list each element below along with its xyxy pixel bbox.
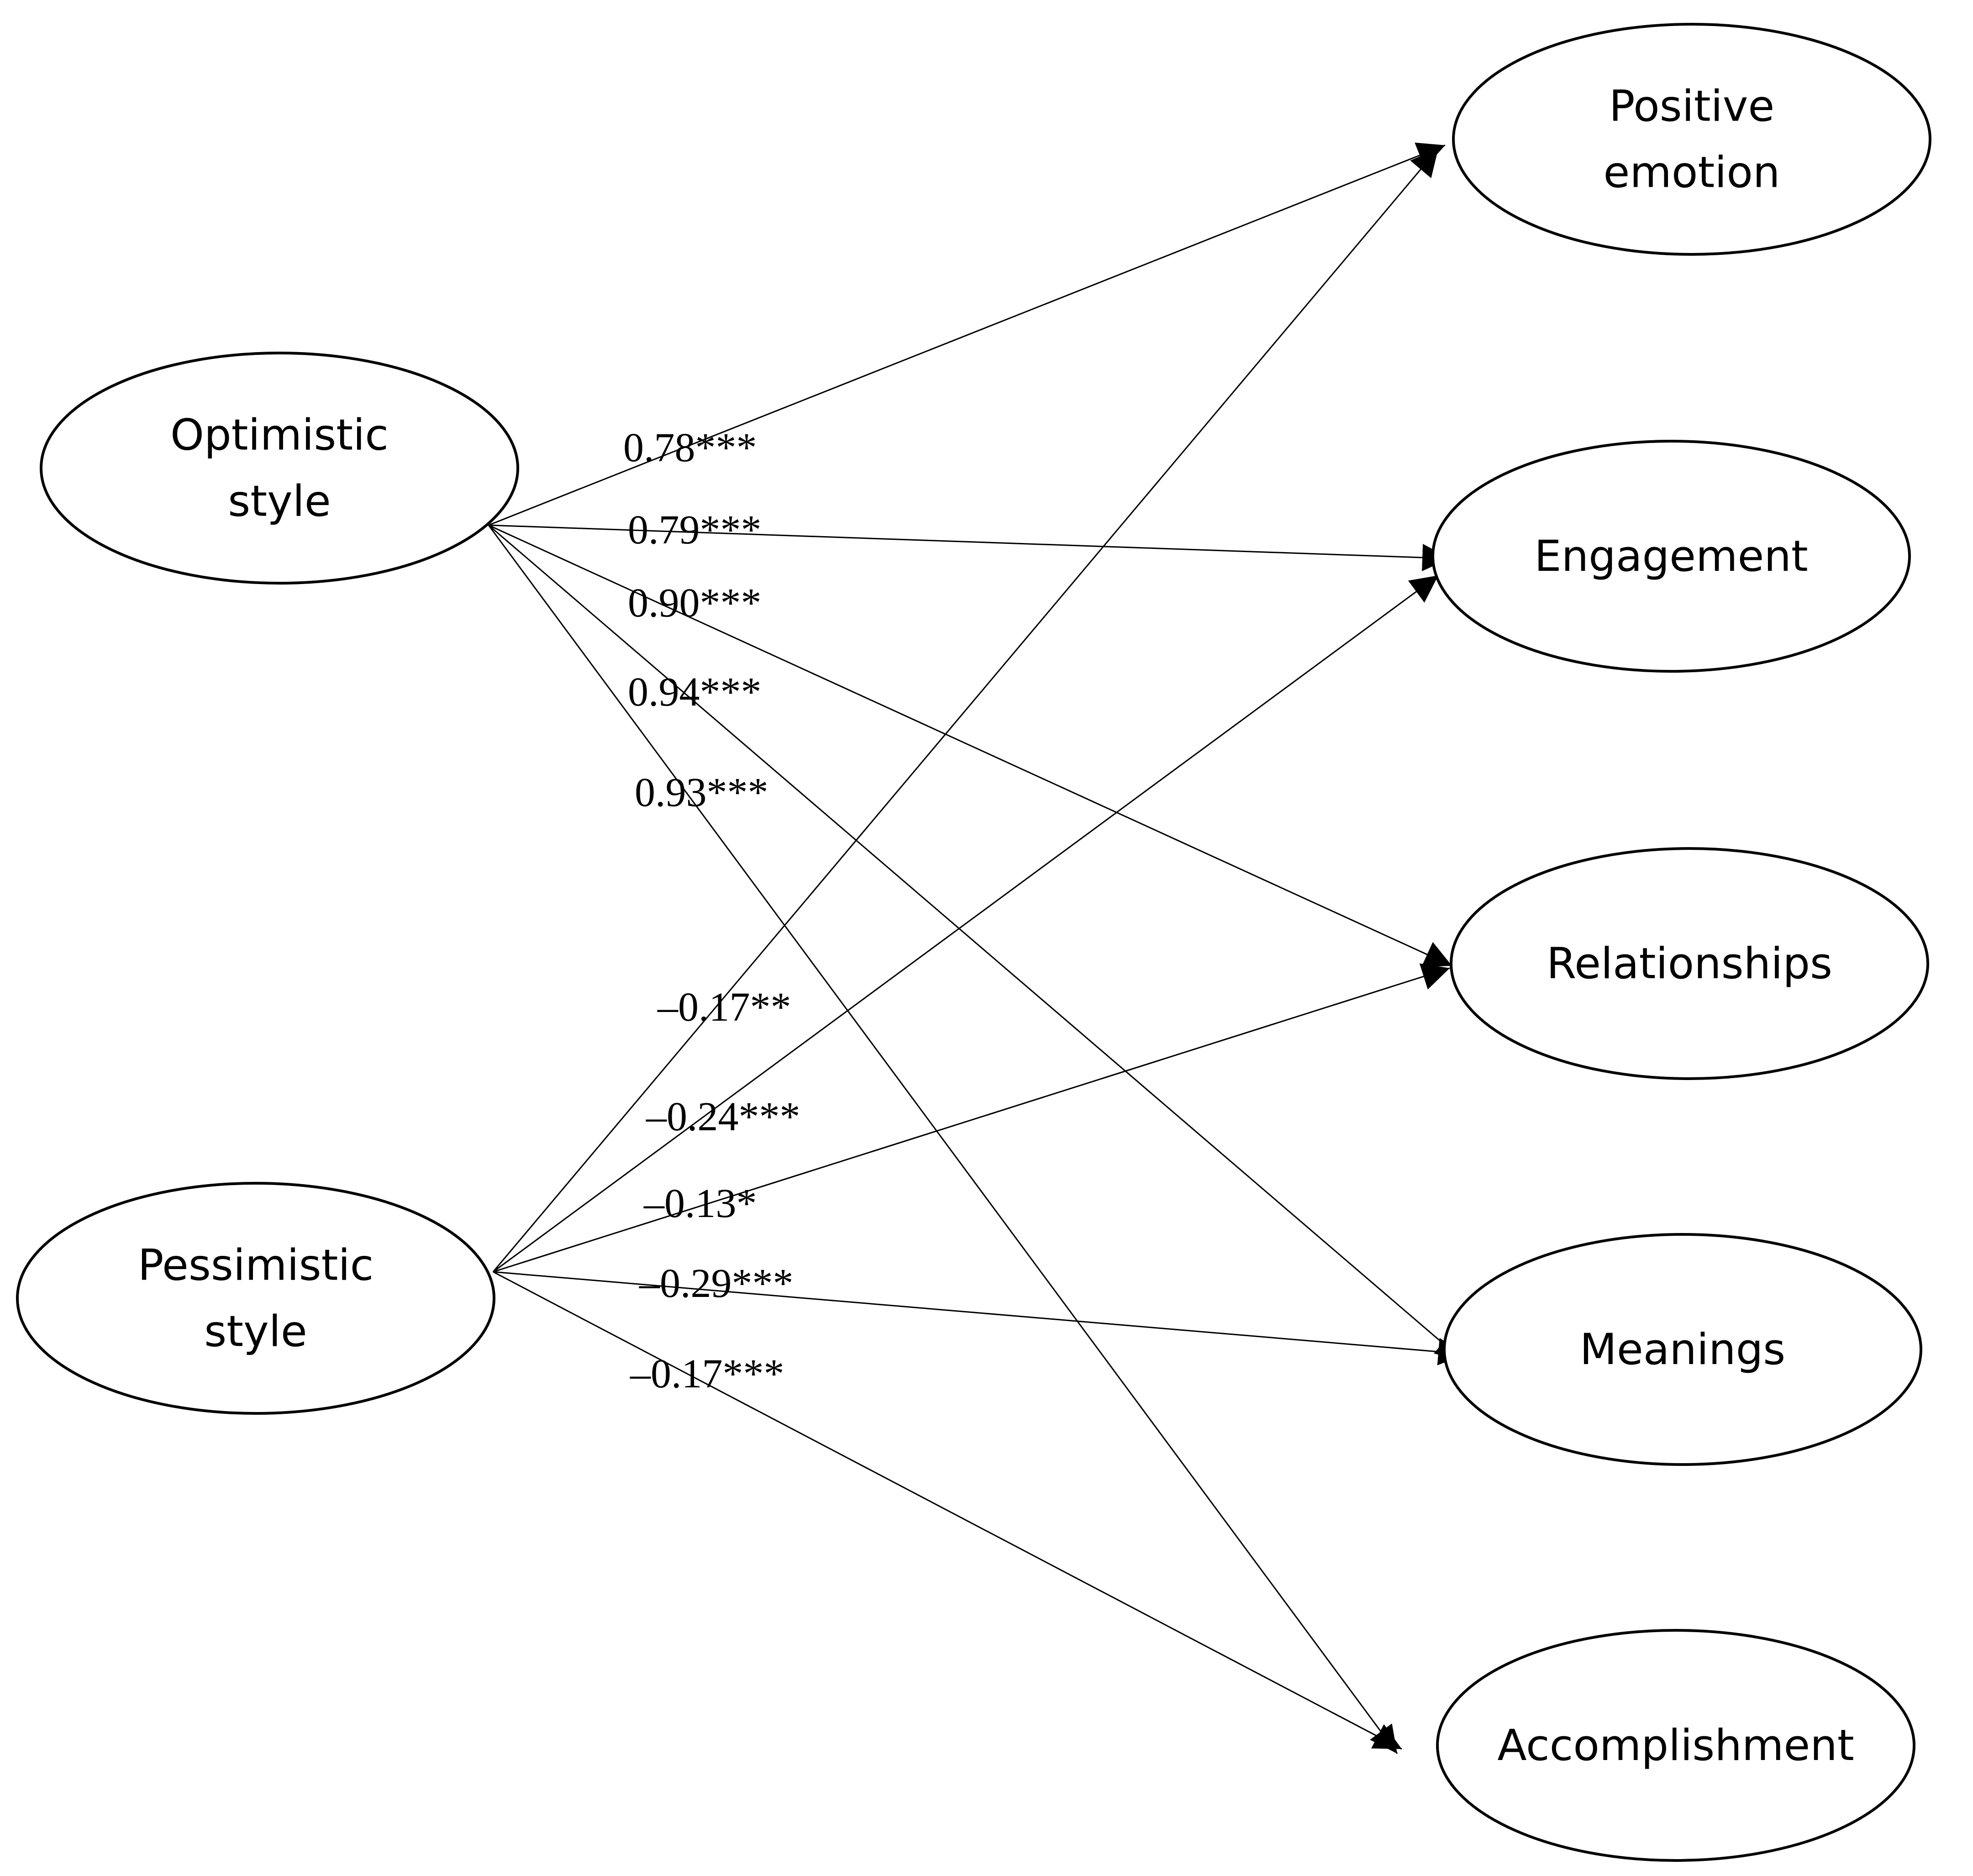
node-ellipse-meanings [1443, 1233, 1922, 1466]
node-positive-emotion: Positive emotion [1452, 23, 1931, 256]
path-coefficient-pessimistic-to-engagement: –0.24*** [646, 1094, 800, 1139]
node-meanings: Meanings [1443, 1233, 1922, 1466]
path-coefficient-pessimistic-to-relationships: –0.13* [643, 1181, 757, 1226]
node-label-accomplishment: Accomplishment [1497, 1721, 1854, 1771]
node-ellipse-relationships [1450, 847, 1929, 1080]
path-coefficient-optimistic-to-accomplishment: 0.93*** [635, 770, 768, 815]
path-labels-layer: 0.78*** 0.79*** 0.90*** 0.94*** 0.93*** –0.17… [623, 425, 800, 1396]
node-label-optimistic-line-1: Optimistic [170, 411, 389, 460]
node-label-positive-emotion-line-1: Positive [1609, 82, 1774, 132]
path-coefficient-pessimistic-to-accomplishment: –0.17*** [630, 1351, 784, 1396]
node-ellipse-pessimistic [16, 1182, 495, 1415]
node-label-relationships: Relationships [1547, 939, 1832, 989]
node-label-pessimistic-line-1: Pessimistic [138, 1241, 374, 1291]
path-coefficient-optimistic-to-relationships: 0.90*** [628, 580, 762, 626]
path-coefficient-optimistic-to-positive-emotion: 0.78*** [623, 425, 757, 470]
node-pessimistic: Pessimistic style [16, 1182, 495, 1415]
node-label-pessimistic-line-2: style [204, 1307, 307, 1357]
path-arrow-pessimistic-to-relationships [493, 963, 1450, 1273]
path-arrow-optimistic-to-accomplishment [488, 525, 1398, 1754]
paths-layer [488, 142, 1466, 1754]
node-ellipse-optimistic [40, 352, 519, 585]
node-ellipse-engagement [1431, 440, 1911, 673]
path-coefficient-optimistic-to-engagement: 0.79*** [628, 507, 762, 553]
path-coefficient-optimistic-to-meanings: 0.94*** [628, 669, 762, 715]
node-optimistic: Optimistic style [40, 352, 519, 585]
path-arrow-optimistic-to-positive-emotion [488, 142, 1446, 526]
nodes-layer: OptimisticstylePessimisticstylePositivee… [16, 23, 1931, 1862]
path-arrow-optimistic-to-engagement [488, 524, 1450, 571]
path-arrow-pessimistic-to-engagement [493, 574, 1439, 1273]
path-coefficient-pessimistic-to-meanings: –0.29*** [639, 1261, 794, 1306]
path-arrow-pessimistic-to-accomplishment [493, 1271, 1402, 1750]
node-relationships: Relationships [1450, 847, 1929, 1080]
path-arrow-optimistic-to-relationships [488, 524, 1452, 967]
path-arrow-pessimistic-to-meanings [493, 1271, 1466, 1365]
path-arrow-pessimistic-to-positive-emotion [492, 148, 1439, 1272]
node-label-meanings: Meanings [1580, 1325, 1785, 1375]
node-label-engagement: Engagement [1534, 532, 1808, 581]
path-arrow-optimistic-to-meanings [488, 524, 1464, 1362]
node-label-optimistic-line-2: style [228, 477, 331, 527]
node-accomplishment: Accomplishment [1436, 1629, 1915, 1862]
node-ellipse-positive-emotion [1452, 23, 1931, 256]
node-ellipse-accomplishment [1436, 1629, 1915, 1862]
node-label-positive-emotion-line-2: emotion [1604, 148, 1780, 198]
node-engagement: Engagement [1431, 440, 1911, 673]
path-coefficient-pessimistic-to-positive-emotion: –0.17** [657, 985, 791, 1030]
